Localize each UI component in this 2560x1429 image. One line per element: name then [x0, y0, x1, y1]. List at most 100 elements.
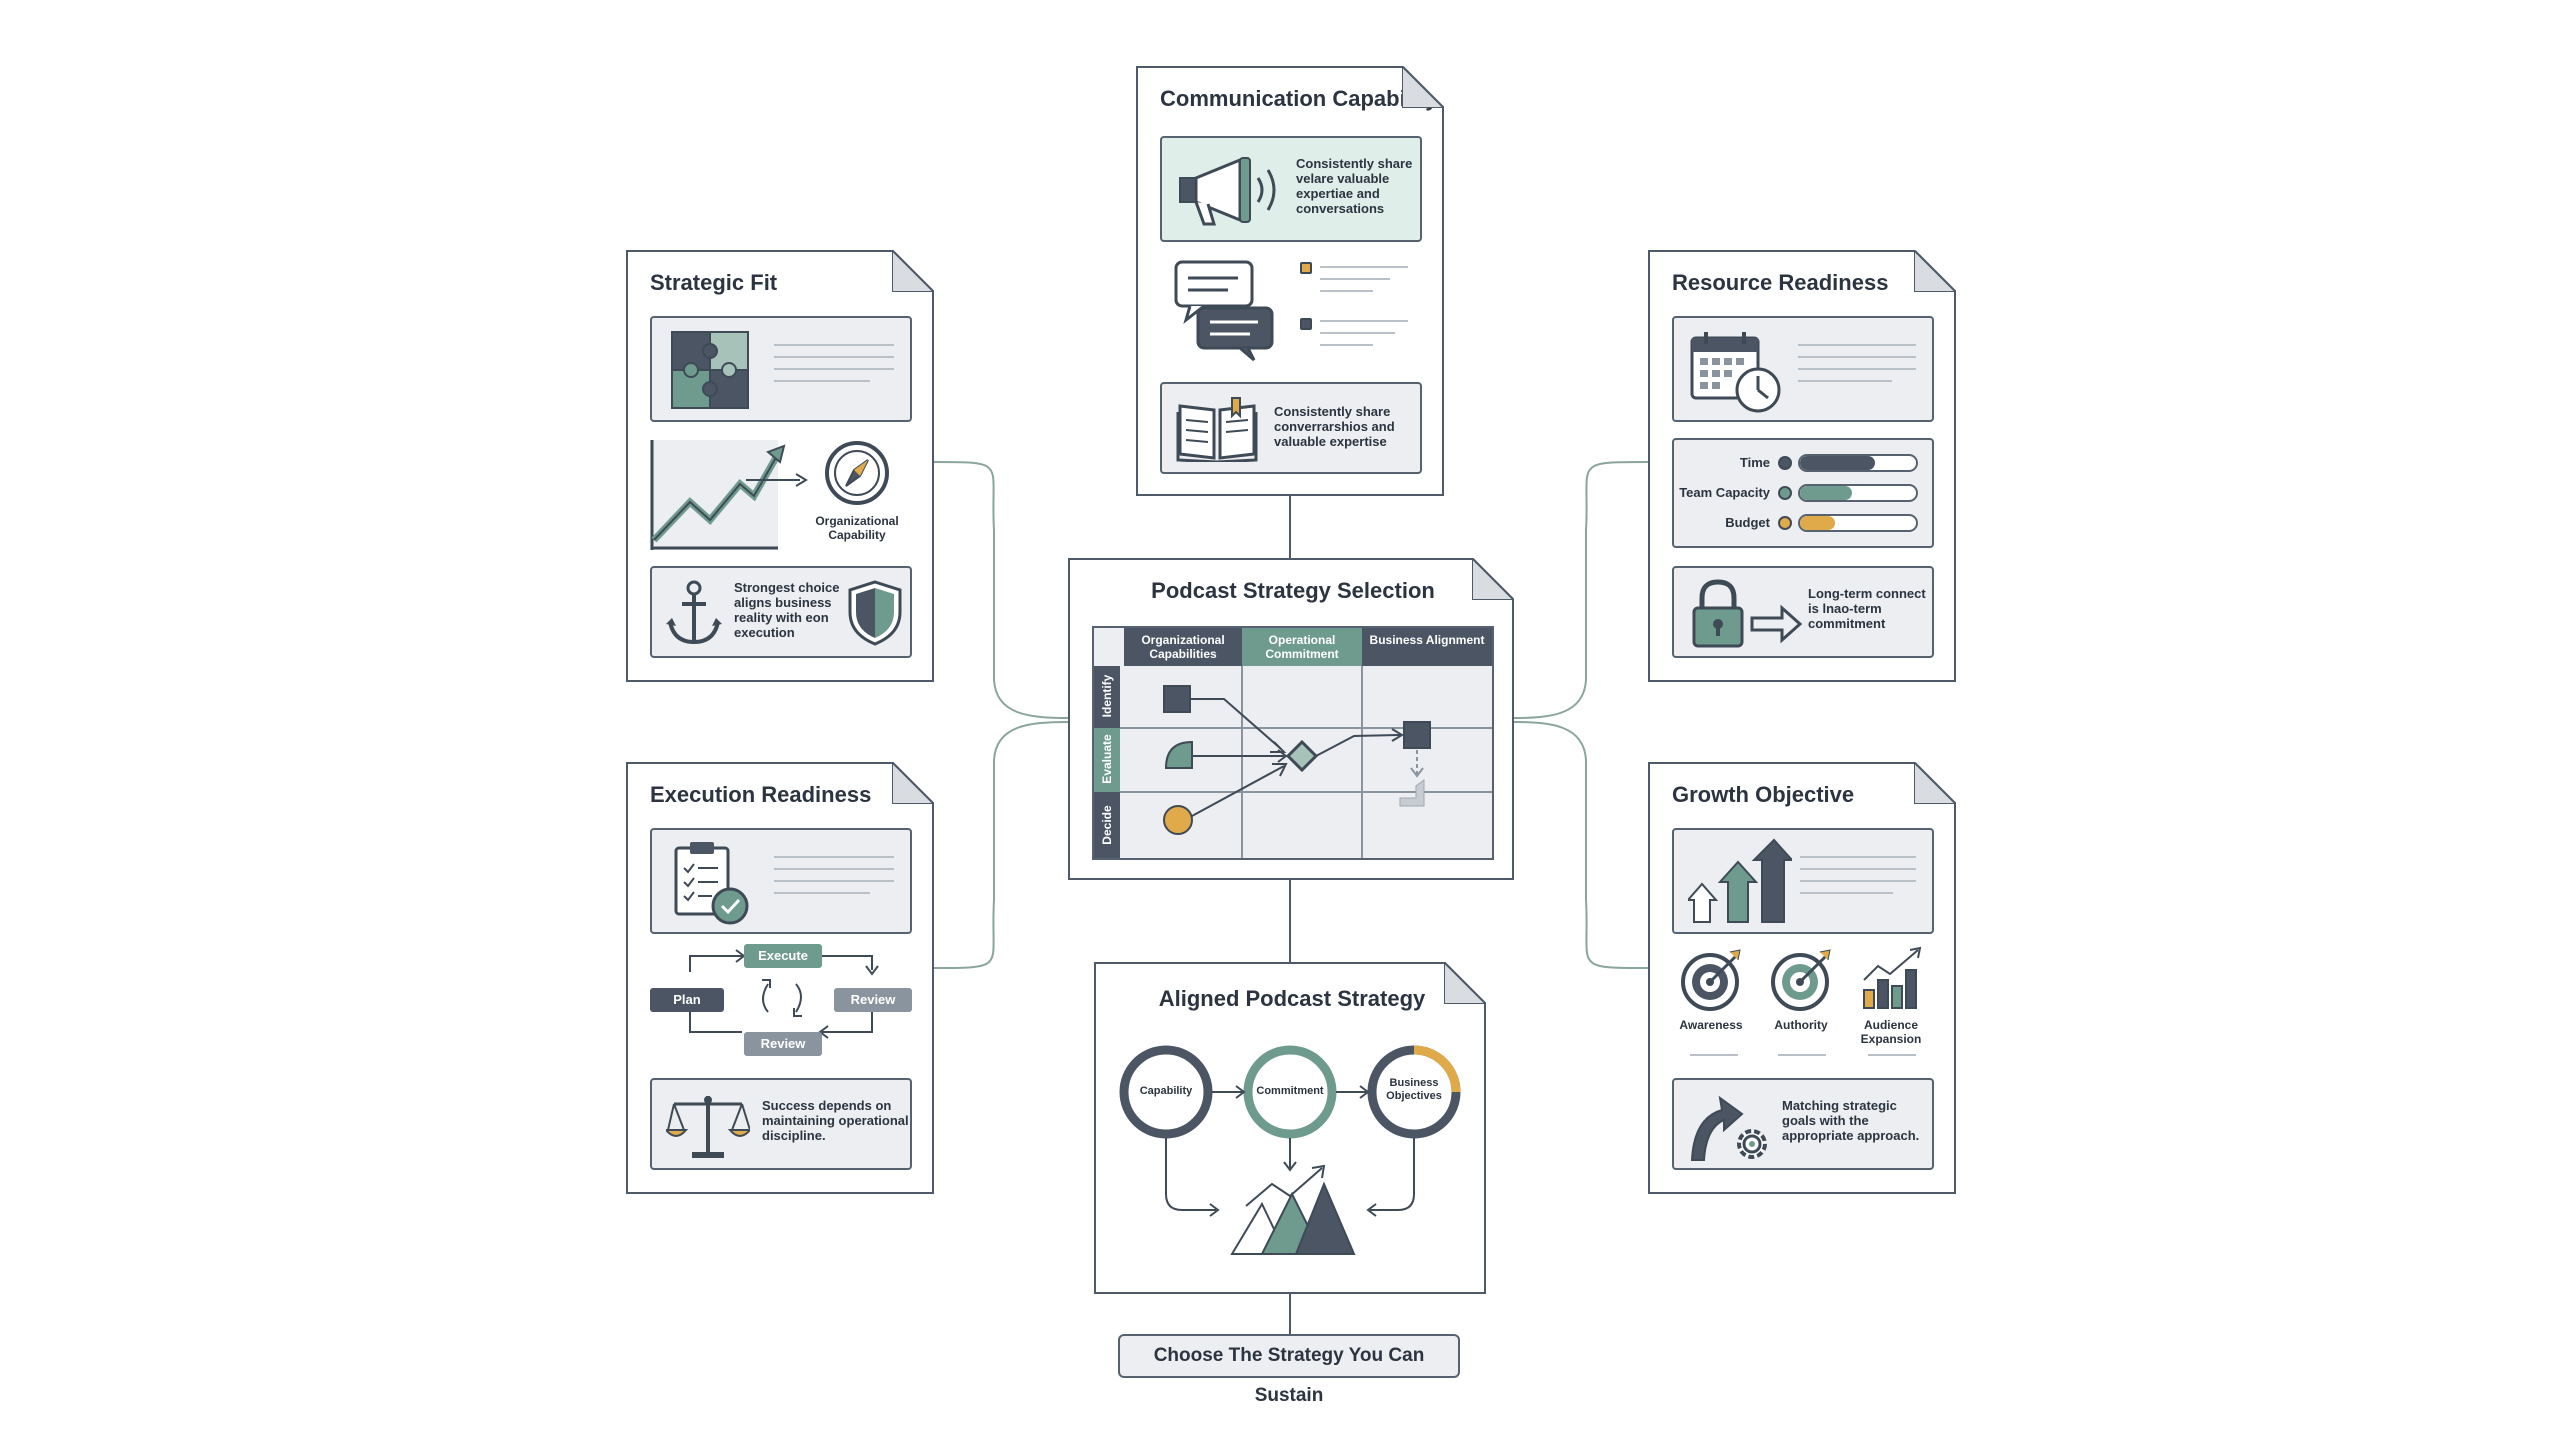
bar-growth-icon	[1860, 946, 1926, 1012]
text-lines	[774, 856, 894, 904]
card-title: Execution Readiness	[650, 782, 872, 807]
cycle-step-execute: Execute	[744, 944, 822, 968]
text-lines	[1320, 320, 1408, 356]
row-label-evaluate: Evaluate	[1100, 734, 1114, 784]
arrows-panel	[1672, 828, 1934, 934]
resource-bar-dot	[1778, 456, 1792, 470]
anchor-panel: Strongest choice aligns business reality…	[650, 566, 912, 658]
circle-label-commitment: Commitment	[1256, 1085, 1324, 1097]
target-authority-icon	[1770, 946, 1836, 1012]
lock-arrow-icon	[1688, 578, 1804, 650]
card-title: Growth Objective	[1672, 782, 1855, 807]
page-fold	[1472, 558, 1514, 600]
growth-icon-label: Awareness	[1679, 1018, 1743, 1032]
page-fold	[1402, 66, 1444, 108]
scales-panel-text: Success depends on maintaining operation…	[762, 1098, 909, 1143]
podcast-strategy-selection-card: Podcast Strategy Selection Organizationa…	[1068, 558, 1514, 880]
growth-icon-label: Audience Expansion	[1860, 1018, 1922, 1046]
compass-label: Organizational Capability	[815, 514, 899, 542]
growth-arrows-icon	[1688, 838, 1792, 928]
compass-icon	[822, 438, 892, 508]
text-lines	[1690, 1054, 1738, 1066]
shield-icon	[848, 580, 902, 646]
matrix-grid	[1094, 666, 1492, 858]
card-title: Podcast Strategy Selection	[1151, 578, 1435, 603]
puzzle-icon	[670, 330, 752, 412]
megaphone-panel-text: Consistently share velare valuable exper…	[1296, 156, 1413, 216]
balance-scale-icon	[666, 1090, 750, 1162]
chat-bubbles-icon	[1174, 258, 1274, 362]
page-fold	[1444, 962, 1486, 1004]
text-lines	[774, 344, 894, 392]
book-panel: Consistently share converrarshios and va…	[1160, 382, 1422, 474]
resource-bar-label: Budget	[1725, 515, 1770, 530]
resource-bar-fill	[1800, 516, 1835, 530]
page-fold	[892, 762, 934, 804]
card-title: Strategic Fit	[650, 270, 778, 295]
resource-bar-label: Team Capacity	[1679, 485, 1770, 500]
cycle-step-review-right: Review	[834, 988, 912, 1012]
resource-bar-dot	[1778, 486, 1792, 500]
text-lines	[1778, 1054, 1826, 1066]
resource-bar-track	[1798, 454, 1918, 472]
footer-tagline: Choose The Strategy You Can Sustain	[1118, 1334, 1460, 1406]
text-lines	[1798, 344, 1916, 392]
circle-label-capability: Capability	[1139, 1085, 1193, 1097]
page-fold	[1914, 762, 1956, 804]
cycle-step-review-bottom: Review	[744, 1032, 822, 1056]
calendar-panel	[1672, 316, 1934, 422]
page-fold	[892, 250, 934, 292]
resource-bar-dot	[1778, 516, 1792, 530]
megaphone-icon	[1174, 152, 1284, 228]
open-book-icon	[1176, 396, 1258, 462]
calendar-clock-icon	[1688, 328, 1784, 414]
text-lines	[1868, 1054, 1916, 1066]
lock-panel: Long-term connect is lnao-term commitmen…	[1672, 566, 1934, 658]
card-title: Communication Capability	[1160, 86, 1438, 111]
anchor-panel-text: Strongest choice aligns business reality…	[734, 580, 840, 640]
cycle-step-plan: Plan	[650, 988, 724, 1012]
growth-chart-icon	[650, 440, 810, 552]
card-title: Aligned Podcast Strategy	[1158, 986, 1426, 1011]
column-header-commitment: Operational Commitment	[1242, 628, 1362, 666]
text-lines	[1320, 266, 1408, 302]
resource-bar-track	[1798, 514, 1918, 532]
card-title: Resource Readiness	[1672, 270, 1889, 295]
anchor-icon	[664, 578, 724, 648]
resource-bar-fill	[1800, 456, 1875, 470]
bullet-dark	[1300, 318, 1312, 330]
row-label-identify: Identify	[1100, 674, 1114, 718]
scales-panel: Success depends on maintaining operation…	[650, 1078, 912, 1170]
clipboard-check-icon	[672, 840, 752, 926]
lock-panel-text: Long-term connect is lnao-term commitmen…	[1808, 586, 1926, 631]
communication-capability-card: Communication Capability Consistently sh…	[1136, 66, 1444, 496]
gear-panel: Matching strategic goals with the approp…	[1672, 1078, 1934, 1170]
resource-bar-label: Time	[1739, 455, 1770, 470]
target-awareness-icon	[1680, 946, 1746, 1012]
circle-label-business-objectives: Business Objectives	[1386, 1077, 1442, 1102]
row-label-decide: Decide	[1100, 805, 1114, 845]
text-lines	[1800, 856, 1916, 904]
execution-readiness-card: Execution Readiness Execute Plan Review …	[626, 762, 934, 1194]
growth-icon-label: Authority	[1774, 1018, 1828, 1032]
growth-objective-card: Growth Objective Awareness Authority Aud…	[1648, 762, 1956, 1194]
resource-bar-fill	[1800, 486, 1852, 500]
column-header-capabilities: Organizational Capabilities	[1124, 628, 1242, 666]
column-header-alignment: Business Alignment	[1362, 628, 1492, 666]
resource-bar-track	[1798, 484, 1918, 502]
arrow-gear-icon	[1686, 1088, 1776, 1164]
selection-matrix: Organizational Capabilities Operational …	[1092, 626, 1494, 860]
megaphone-panel: Consistently share velare valuable exper…	[1160, 136, 1422, 242]
puzzle-panel	[650, 316, 912, 422]
page-fold	[1914, 250, 1956, 292]
alignment-flow-diagram	[1096, 1034, 1488, 1294]
gear-panel-text: Matching strategic goals with the approp…	[1782, 1098, 1920, 1143]
strategic-fit-card: Strategic Fit Organizational Capability	[626, 250, 934, 682]
execution-cycle-diagram	[650, 944, 914, 1074]
checklist-panel	[650, 828, 912, 934]
aligned-podcast-strategy-card: Aligned Podcast Strategy Capability Comm…	[1094, 962, 1486, 1294]
book-panel-text: Consistently share converrarshios and va…	[1274, 404, 1395, 449]
